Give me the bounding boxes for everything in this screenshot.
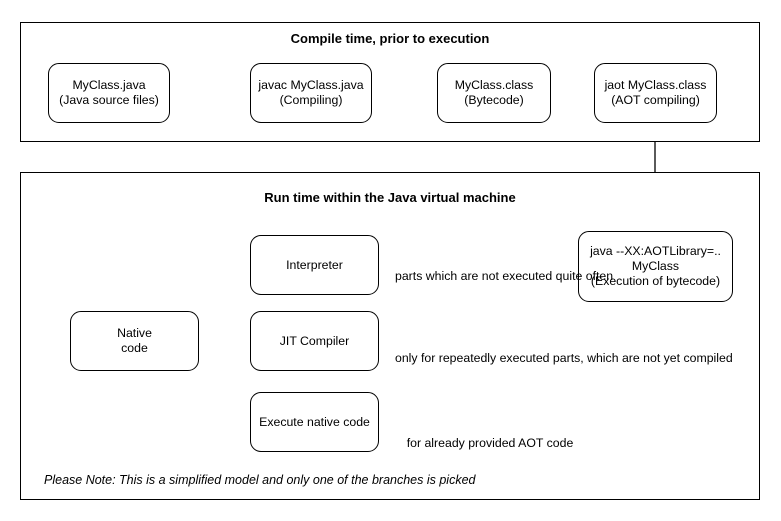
- node-jaot-line1: jaot MyClass.class: [604, 78, 707, 92]
- node-myclass-class-line2: (Bytecode): [464, 93, 524, 107]
- node-interpreter: Interpreter: [250, 235, 379, 295]
- footer-note: Please Note: This is a simplified model …: [44, 473, 476, 487]
- node-myclass-class: MyClass.class (Bytecode): [437, 63, 551, 123]
- edge-label-to-execute-native-line2: AOT code: [518, 436, 574, 450]
- edge-label-to-interpreter-line2: executed quite often: [502, 269, 614, 283]
- node-jit-compiler-label: JIT Compiler: [279, 333, 350, 348]
- compile-time-panel-title: Compile time, prior to execution: [290, 31, 490, 46]
- node-myclass-java-line1: MyClass.java: [72, 78, 146, 92]
- node-java-exec-line1: java --XX:AOTLibrary=..: [590, 244, 721, 258]
- node-native-code-line1: Native: [117, 326, 152, 340]
- node-native-code-line2: code: [121, 341, 148, 355]
- node-myclass-class-line1: MyClass.class: [454, 78, 534, 92]
- node-execute-native-code: Execute native code: [250, 392, 379, 452]
- edge-label-to-jit: only for repeatedly executed parts, whic…: [395, 350, 733, 366]
- node-myclass-java-line2: (Java source files): [59, 93, 159, 107]
- node-javac-line1: javac MyClass.java: [258, 78, 364, 92]
- node-myclass-java: MyClass.java (Java source files): [48, 63, 170, 123]
- node-javac: javac MyClass.java (Compiling): [250, 63, 372, 123]
- node-java-exec-line2: MyClass: [631, 259, 680, 273]
- node-jit-compiler: JIT Compiler: [250, 311, 379, 371]
- edge-label-to-jit-line1: only for repeatedly: [395, 351, 497, 365]
- runtime-panel-title: Run time within the Java virtual machine: [264, 190, 516, 205]
- edge-label-to-execute-native-line1: for already provided: [406, 436, 516, 450]
- edge-label-to-execute-native: for already provided AOT code: [395, 435, 585, 451]
- node-javac-line2: (Compiling): [279, 93, 343, 107]
- node-java-exec-line3: (Execution of bytecode): [590, 274, 721, 288]
- node-native-code: Native code: [70, 311, 199, 371]
- edge-label-to-jit-line3: are not yet compiled: [621, 351, 733, 365]
- edge-label-to-interpreter: parts which are not executed quite often: [395, 268, 613, 284]
- node-java-exec: java --XX:AOTLibrary=.. MyClass (Executi…: [578, 231, 733, 302]
- edge-label-to-jit-line2: executed parts, which: [499, 351, 619, 365]
- node-execute-native-code-label: Execute native code: [259, 414, 370, 429]
- edge-label-to-interpreter-line1: parts which are not: [395, 269, 499, 283]
- node-interpreter-label: Interpreter: [286, 257, 343, 272]
- node-jaot: jaot MyClass.class (AOT compiling): [594, 63, 717, 123]
- node-jaot-line2: (AOT compiling): [611, 93, 700, 107]
